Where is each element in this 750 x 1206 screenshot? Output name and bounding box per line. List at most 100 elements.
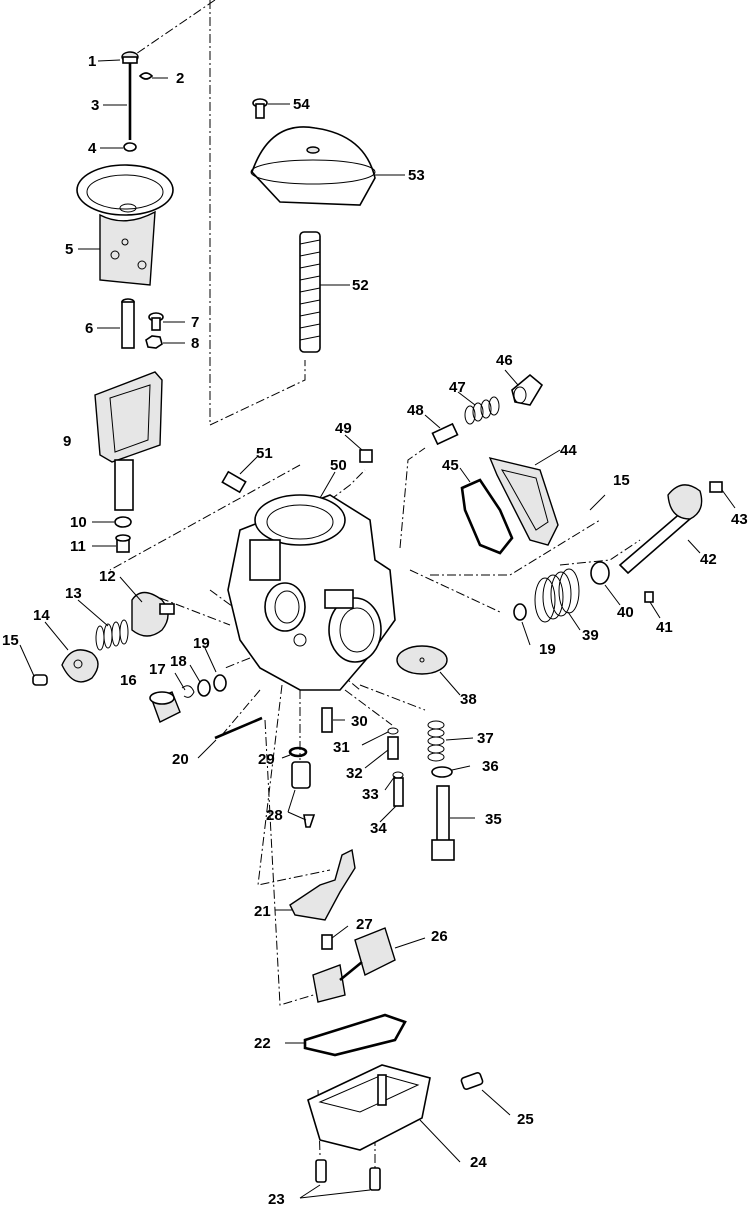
part-14-cap — [61, 649, 99, 683]
callout-14: 14 — [33, 607, 50, 624]
callout-labels: 1 2 3 4 5 6 7 8 9 10 11 12 13 14 15 15 1… — [2, 53, 748, 1206]
part-20-pin — [214, 716, 263, 740]
callout-6: 6 — [85, 320, 93, 337]
callout-34: 34 — [370, 820, 387, 837]
part-46-nut — [511, 373, 544, 406]
callout-26: 26 — [431, 928, 448, 945]
callout-17: 17 — [149, 661, 166, 678]
callout-2: 2 — [176, 70, 184, 87]
callout-41: 41 — [656, 619, 673, 636]
part-51-screw — [221, 470, 247, 494]
part-42-throttle-shaft — [618, 484, 703, 575]
part-36-ring — [431, 766, 453, 778]
callout-32: 32 — [346, 765, 363, 782]
callout-25: 25 — [517, 1111, 534, 1128]
part-10-washer — [114, 516, 132, 528]
callout-50: 50 — [330, 457, 347, 474]
callout-35: 35 — [485, 811, 502, 828]
callout-27: 27 — [356, 916, 373, 933]
callout-54: 54 — [293, 96, 310, 113]
callout-45: 45 — [442, 457, 459, 474]
callout-48: 48 — [407, 402, 424, 419]
part-44-cover-plate — [488, 456, 559, 546]
callout-3: 3 — [91, 97, 99, 114]
callout-18: 18 — [170, 653, 187, 670]
part-26-float — [312, 927, 396, 1003]
callout-5: 5 — [65, 241, 73, 258]
part-24-float-bowl — [307, 1064, 431, 1151]
callout-8: 8 — [191, 335, 199, 352]
part-54-screw — [252, 98, 268, 119]
callout-42: 42 — [700, 551, 717, 568]
callout-7: 7 — [191, 314, 199, 331]
part-22-gasket — [303, 1013, 407, 1057]
part-53-top-cover — [250, 126, 376, 206]
callout-36: 36 — [482, 758, 499, 775]
part-6-holder — [121, 298, 135, 349]
callout-28: 28 — [266, 807, 283, 824]
callout-33: 33 — [362, 786, 379, 803]
callout-39: 39 — [582, 627, 599, 644]
callout-11: 11 — [70, 538, 86, 555]
part-11-fitting — [115, 534, 131, 553]
part-38-plate — [396, 645, 448, 675]
callout-13: 13 — [65, 585, 82, 602]
part-45-gasket — [460, 478, 514, 555]
part-41-screw — [644, 591, 654, 603]
part-5-diaphragm — [76, 164, 174, 286]
part-8-nut — [145, 335, 163, 349]
callout-19-left: 19 — [193, 635, 210, 652]
callout-30: 30 — [351, 713, 368, 730]
callout-37: 37 — [477, 730, 494, 747]
callout-24: 24 — [470, 1154, 487, 1171]
callout-10: 10 — [70, 514, 87, 531]
parts — [32, 51, 723, 1191]
part-9-bracket — [94, 371, 163, 511]
part-15-screw-left — [32, 674, 48, 686]
part-19-ring-left — [213, 674, 227, 692]
part-39-spring — [534, 568, 580, 623]
callout-29: 29 — [258, 751, 275, 768]
part-7-screw — [148, 312, 164, 331]
part-12-cover — [131, 591, 175, 637]
part-18-ring — [197, 679, 211, 697]
callout-46: 46 — [496, 352, 513, 369]
part-23-screw-b — [369, 1167, 381, 1191]
part-17-clip — [181, 685, 195, 698]
part-31-oring — [387, 727, 399, 735]
callout-49: 49 — [335, 420, 352, 437]
part-48-plunger — [431, 422, 459, 446]
part-23-screw-a — [315, 1159, 327, 1183]
callout-51: 51 — [256, 445, 273, 462]
part-49-plug — [359, 449, 373, 463]
carburetor-body — [227, 494, 396, 691]
part-34-screw — [393, 777, 404, 807]
callout-31: 31 — [333, 739, 350, 756]
callout-23: 23 — [268, 1191, 285, 1206]
part-32-spring — [387, 736, 399, 760]
part-43-screw — [709, 481, 723, 493]
part-29-oring — [288, 746, 308, 758]
part-4-washer — [123, 142, 137, 152]
part-25-screw — [460, 1071, 484, 1091]
part-27-screw — [321, 934, 333, 950]
callout-20: 20 — [172, 751, 189, 768]
callout-44: 44 — [560, 442, 577, 459]
callout-4: 4 — [88, 140, 97, 157]
callout-22: 22 — [254, 1035, 271, 1052]
part-19-ring-right — [513, 603, 527, 621]
part-35-adjust-screw — [431, 785, 455, 861]
callout-38: 38 — [460, 691, 477, 708]
callout-21: 21 — [254, 903, 271, 920]
callout-15-right: 15 — [613, 472, 630, 489]
part-21-bracket — [289, 848, 356, 921]
part-16-cylinder — [149, 691, 181, 723]
part-47-spring — [464, 396, 500, 425]
part-40-bushing — [590, 561, 610, 585]
part-13-spring — [95, 619, 129, 651]
callout-19-right: 19 — [539, 641, 556, 658]
callout-15-left: 15 — [2, 632, 19, 649]
callout-12: 12 — [99, 568, 116, 585]
callout-53: 53 — [408, 167, 425, 184]
callout-9: 9 — [63, 433, 71, 450]
